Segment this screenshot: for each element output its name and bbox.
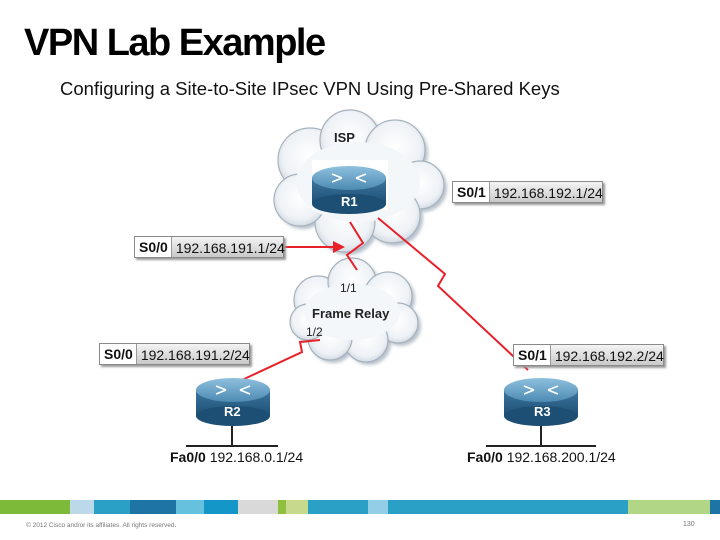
ip-address: 192.168.192.2/24 [554,348,664,364]
r3-fa0-0-label: Fa0/0 192.168.200.1/24 [467,449,616,465]
page-number: 130 [683,521,695,528]
interface-name: S0/1 [514,345,551,365]
footer-color-bar [0,500,720,514]
ip-address: 192.168.0.1/24 [209,449,304,465]
footer-segment [0,500,70,514]
ip-address: 192.168.192.1/24 [493,185,603,201]
dlci-top-label: 1/1 [340,281,357,295]
interface-name: Fa0/0 [170,449,206,465]
frame-relay-label: Frame Relay [312,306,390,321]
router-r2[interactable] [196,378,270,426]
footer-segment [94,500,130,514]
network-diagram [186,109,596,447]
link-frame-relay-r2 [241,339,321,381]
interface-name: S0/0 [100,344,137,364]
page-title: VPN Lab Example [24,22,326,64]
frame-relay-cloud [289,257,421,365]
footer-segment [70,500,94,514]
interface-name: S0/0 [135,237,172,257]
serial-links [241,217,529,381]
router-r2-label: R2 [224,404,241,419]
ip-address: 192.168.191.1/24 [175,240,285,256]
router-r1-label: R1 [341,194,358,209]
router-r3[interactable] [504,378,578,426]
interface-name: Fa0/0 [467,449,503,465]
copyright-text: © 2012 Cisco and/or its affiliates. All … [26,522,177,529]
footer-segment [710,500,720,514]
ip-address: 192.168.191.2/24 [140,347,250,363]
footer-segment [388,500,628,514]
link-r1-r3 [377,217,529,371]
isp-cloud-label: ISP [334,130,355,145]
router-r3-label: R3 [534,404,551,419]
footer-segment [238,500,278,514]
page-subtitle: Configuring a Site-to-Site IPsec VPN Usi… [60,78,560,99]
router-arrows-icon [523,385,559,395]
footer-segment [368,500,388,514]
dlci-bottom-label: 1/2 [306,325,323,339]
footer-segment [278,500,286,514]
router-arrows-icon [215,385,251,395]
r2-fa0-0-label: Fa0/0 192.168.0.1/24 [170,449,303,465]
footer-segment [286,500,308,514]
footer-segment [308,500,368,514]
footer-segment [130,500,176,514]
link-r1-frame-relay [345,221,365,271]
router-arrows-icon [331,173,367,183]
footer-segment [176,500,204,514]
router-r1[interactable] [312,166,386,214]
interface-name: S0/1 [453,182,490,202]
footer-segment [628,500,710,514]
arrow-to-r1 [284,241,345,253]
footer-segment [204,500,238,514]
ip-address: 192.168.200.1/24 [506,449,616,465]
